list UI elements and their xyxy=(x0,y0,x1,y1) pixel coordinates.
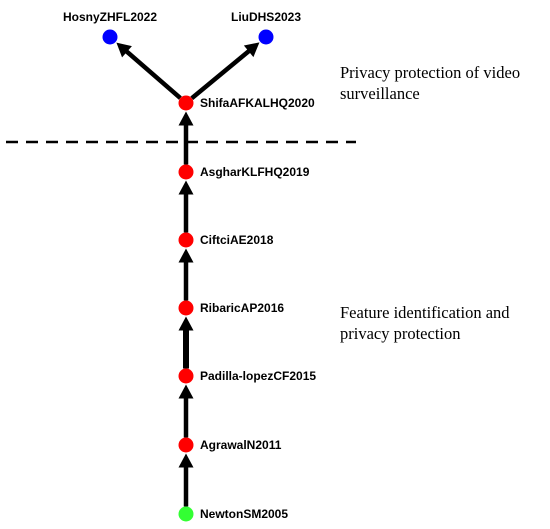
node-label-n2: Padilla-lopezCF2015 xyxy=(200,369,316,383)
node-n4 xyxy=(178,232,194,248)
node-n3 xyxy=(178,300,194,316)
node-label-n8: LiuDHS2023 xyxy=(231,10,301,24)
nodes-layer xyxy=(102,29,274,522)
node-label-n5: AsgharKLFHQ2019 xyxy=(200,165,310,179)
edge-line-n6-n7 xyxy=(124,48,182,100)
node-n0 xyxy=(178,506,194,522)
lower-region-line-1: Feature identification and xyxy=(340,303,510,322)
node-n8 xyxy=(258,29,274,45)
upper-region-line-2: surveillance xyxy=(340,84,420,103)
labels-layer: NewtonSM2005 AgrawalN2011 Padilla-lopezCF2… xyxy=(63,10,316,521)
edge-arrowhead-n5-n6 xyxy=(178,111,194,126)
node-n6 xyxy=(178,95,194,111)
lower-region-label: Feature identification and privacy prote… xyxy=(340,303,514,343)
edge-arrowhead-n4-n5 xyxy=(178,180,194,195)
upper-region-line-1: Privacy protection of video xyxy=(340,63,520,82)
edge-arrowhead-n6-n8 xyxy=(243,42,260,58)
node-label-n1: AgrawalN2011 xyxy=(200,438,282,452)
node-n5 xyxy=(178,164,194,180)
edge-arrowhead-n6-n7 xyxy=(116,42,132,58)
node-label-n0: NewtonSM2005 xyxy=(200,507,288,521)
edge-arrowhead-n1-n2 xyxy=(178,384,194,399)
node-label-n4: CiftciAE2018 xyxy=(200,233,274,247)
node-label-n3: RibaricAP2016 xyxy=(200,301,284,315)
edge-arrowhead-n0-n1 xyxy=(178,453,194,468)
upper-region-label: Privacy protection of video surveillance xyxy=(340,63,524,103)
node-label-n7: HosnyZHFL2022 xyxy=(63,10,157,24)
node-n7 xyxy=(102,29,118,45)
edge-arrowhead-n2-n3 xyxy=(178,316,194,331)
edges-layer xyxy=(116,42,260,507)
edge-arrowhead-n3-n4 xyxy=(178,248,194,263)
edge-line-n6-n8 xyxy=(190,48,252,100)
node-n2 xyxy=(178,368,194,384)
lower-region-line-2: privacy protection xyxy=(340,324,461,343)
node-n1 xyxy=(178,437,194,453)
node-label-n6: ShifaAFKALHQ2020 xyxy=(200,96,315,110)
